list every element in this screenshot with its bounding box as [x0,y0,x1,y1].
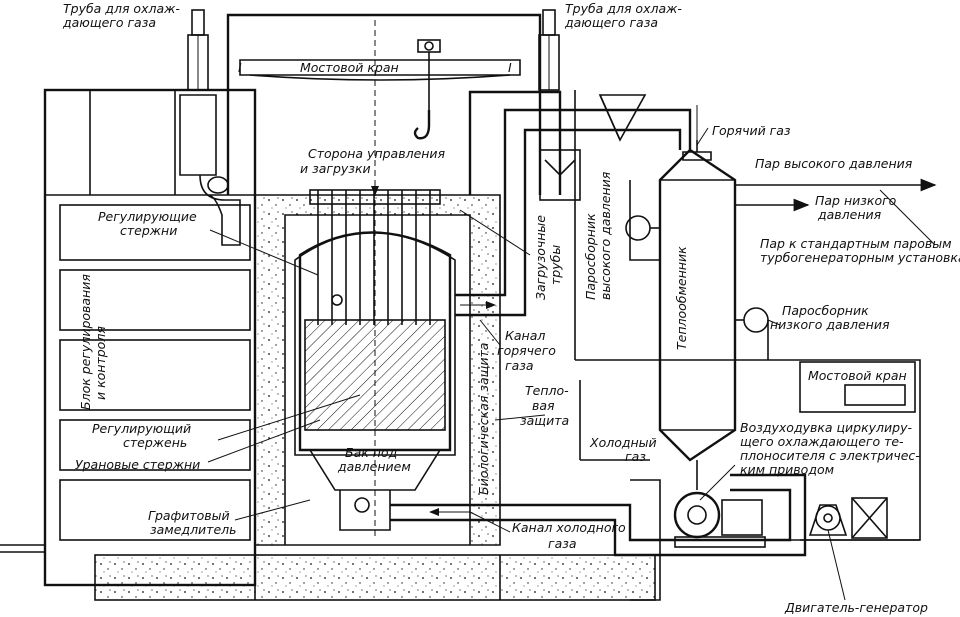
label-steam-turbo-2: турбогенераторным установкам [760,250,960,265]
label-thermal-shield-1: Тепло- [525,383,569,398]
label-cold-gas-1: Холодный [589,435,657,450]
label-blower-4: ким приводом [740,462,834,477]
label-loading-tubes-2: трубы [548,245,563,285]
label-drum-low-2: низкого давления [770,317,890,332]
label-pressure-tank-1: Бак под [345,445,397,460]
label-heat-exchanger: Теплообменник [674,246,689,350]
label-bridge-crane-top: Мостовой кран [300,60,399,75]
label-blower-2: щего охлаждающего те- [740,434,904,449]
label-control-rod-2: стержень [123,435,187,450]
svg-text:I: I [508,60,512,75]
label-graphite-2: замедлитель [150,522,237,537]
label-steam-low-2: давления [817,207,882,222]
steam-drums [539,149,769,360]
low-pressure-drum [743,307,769,333]
reactor-vessel [294,180,456,531]
label-pressure-tank-2: давлением [337,459,411,474]
label-hot-gas: Горячий газ [712,123,791,138]
label-hot-gas-channel-3: газа [505,358,534,373]
label-bio-shield: Биологическая защита [476,343,491,495]
label-hot-gas-channel-1: Канал [505,328,545,343]
label-pipe-left-2: дающего газа [62,15,156,30]
steam-lines [735,178,937,246]
label-motor-generator: Двигатель-генератор [784,600,928,615]
label-cold-gas-2: газ [625,449,646,464]
label-cold-gas-channel-2: газа [548,536,577,551]
label-side-control-1: Сторона управления [308,146,446,161]
label-bridge-crane-right: Мостовой кран [808,368,907,383]
svg-text:I: I [238,60,242,75]
label-side-control-2: и загрузки [300,161,371,176]
control-rods [309,189,441,325]
label-steam-low-1: Пар низкого [815,193,897,208]
label-cold-gas-channel-1: Канал холодного [512,520,626,535]
label-loading-tubes-1: Загрузочные [533,215,548,300]
graphite-core [304,319,446,431]
label-control-rods-1: Регулирующие [98,209,197,224]
label-steam-high: Пар высокого давления [755,156,913,171]
labels: Труба для охлаж- дающего газа Труба для … [62,1,960,615]
label-control-rods-2: стержни [120,223,177,238]
label-graphite-1: Графитовый [148,508,230,523]
concrete-shield [94,194,656,601]
right-exhaust-pipe [538,9,560,91]
label-blower-3: плоносителя с электричес- [740,448,920,463]
label-drum-high-1: Паросборник [583,213,598,300]
blower [673,491,766,548]
hot-gas-duct [455,94,692,317]
label-steam-turbo-1: Пар к стандартным паровым [760,236,952,251]
label-control-rod-1: Регулирующий [92,421,191,436]
cold-gas-duct [390,473,807,601]
label-thermal-shield-2: вая [532,398,555,413]
crane-frame: Мостовой кран I I [226,13,542,540]
label-hot-gas-channel-2: горячего [497,343,556,358]
label-pipe-left-1: Труба для охлаж- [63,1,180,16]
label-pipe-right-2: дающего газа [564,15,658,30]
label-control-block-1: Блок регулирования [78,274,93,410]
label-uranium-rods: Урановые стержни [75,457,200,472]
heat-exchanger [658,105,737,490]
label-control-block-2: и контроля [93,326,108,400]
motor-generator [800,497,920,541]
crane-hook-icon [413,110,431,140]
label-thermal-shield-3: защита [520,413,569,428]
label-blower-1: Воздуходувка циркулиру- [740,420,913,435]
label-pipe-right-1: Труба для охлаж- [565,1,682,16]
label-drum-low-1: Паросборник [782,303,869,318]
leader-lines [207,127,846,601]
label-drum-high-2: высокого давления [598,171,613,300]
